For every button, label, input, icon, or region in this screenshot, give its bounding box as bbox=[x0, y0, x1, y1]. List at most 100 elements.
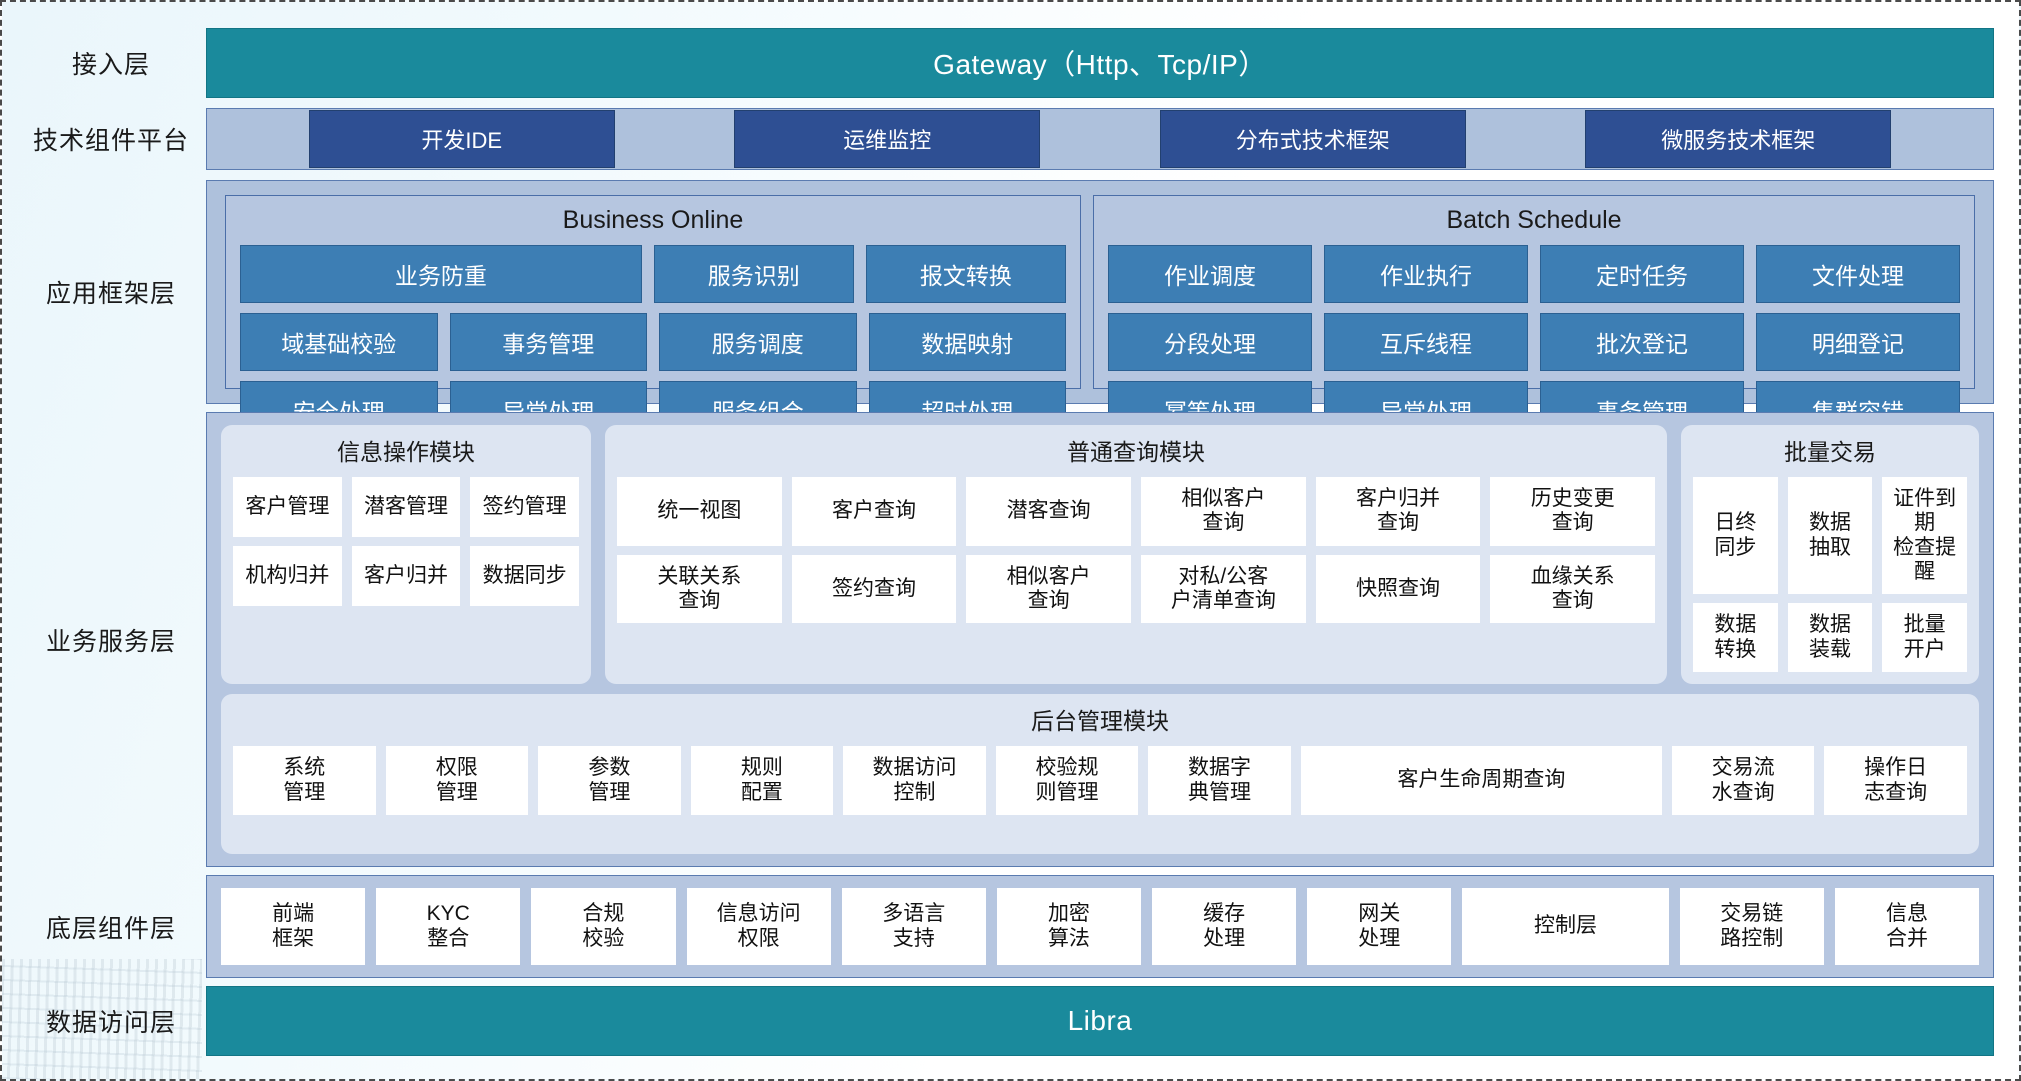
bottom-component-band: 前端 框架 KYC 整合 合规 校验 信息访问 权限 多语言 支持 加密 算法 … bbox=[206, 875, 1994, 978]
business-cell[interactable]: 客户归并 bbox=[351, 546, 461, 606]
group-business-online: Business Online 业务防重 服务识别 报文转换 域基础校验 事务管… bbox=[225, 195, 1081, 439]
business-cell[interactable]: 血缘关系 查询 bbox=[1490, 554, 1656, 624]
business-cell[interactable]: 关联关系 查询 bbox=[617, 554, 782, 624]
business-row: 统一视图 客户查询 潜客查询 相似客户 查询 客户归并 查询 历史变更 查询 bbox=[617, 477, 1656, 546]
app-cell[interactable]: 明细登记 bbox=[1756, 313, 1960, 371]
business-cell[interactable]: 相似客户 查询 bbox=[966, 554, 1132, 624]
business-cell[interactable]: 参数 管理 bbox=[538, 746, 681, 815]
business-cell[interactable]: 数据 转换 bbox=[1693, 603, 1778, 673]
component-cell[interactable]: 控制层 bbox=[1462, 888, 1669, 965]
app-cell[interactable]: 作业执行 bbox=[1324, 245, 1528, 303]
app-cell[interactable]: 分段处理 bbox=[1108, 313, 1312, 371]
component-cell[interactable]: 信息访问 权限 bbox=[686, 888, 831, 965]
business-cell[interactable]: 客户管理 bbox=[233, 477, 342, 537]
business-cell[interactable]: 数据字 典管理 bbox=[1148, 746, 1291, 815]
app-cell[interactable]: 定时任务 bbox=[1540, 245, 1744, 303]
layer-label-component: 底层组件层 bbox=[45, 914, 176, 943]
tech-chip-distributed[interactable]: 分布式技术框架 bbox=[1159, 110, 1466, 168]
app-cell[interactable]: 作业调度 bbox=[1108, 245, 1312, 303]
component-cell[interactable]: 合规 校验 bbox=[531, 888, 676, 965]
group-title-info-operation: 信息操作模块 bbox=[337, 439, 475, 465]
component-cell[interactable]: 前端 框架 bbox=[221, 888, 366, 965]
business-cell[interactable]: 规则 配置 bbox=[690, 746, 834, 815]
business-cell[interactable]: 数据访问 控制 bbox=[843, 746, 986, 815]
business-cell[interactable]: 潜客管理 bbox=[351, 477, 461, 537]
business-row: 关联关系 查询 签约查询 相似客户 查询 对私/公客 户清单查询 快照查询 血缘… bbox=[617, 554, 1656, 624]
business-cell[interactable]: 历史变更 查询 bbox=[1490, 477, 1656, 546]
layer-data-access: 数据访问层 Libra bbox=[16, 986, 1994, 1056]
business-cell[interactable]: 证件到期 检查提醒 bbox=[1882, 477, 1968, 595]
component-cell[interactable]: 交易链 路控制 bbox=[1679, 888, 1824, 965]
business-cell[interactable]: 数据 抽取 bbox=[1787, 477, 1873, 595]
business-cell[interactable]: 客户查询 bbox=[791, 477, 957, 546]
business-cell[interactable]: 客户归并 查询 bbox=[1315, 477, 1481, 546]
layer-business-service: 业务服务层 信息操作模块 客户管理 潜客管理 签约管理 bbox=[16, 412, 1994, 867]
group-title-common-query: 普通查询模块 bbox=[1067, 439, 1205, 465]
tech-chip-monitoring[interactable]: 运维监控 bbox=[734, 110, 1041, 168]
business-cell[interactable]: 统一视图 bbox=[617, 477, 782, 546]
layer-bottom-component: 底层组件层 前端 框架 KYC 整合 合规 校验 信息访问 权限 多语言 支持 … bbox=[16, 875, 1994, 978]
app-cell[interactable]: 文件处理 bbox=[1756, 245, 1960, 303]
app-row: 作业调度 作业执行 定时任务 文件处理 bbox=[1108, 245, 1960, 303]
group-title-batch-schedule: Batch Schedule bbox=[1446, 206, 1622, 234]
business-cell[interactable]: 操作日 志查询 bbox=[1824, 746, 1967, 815]
app-framework-band: Business Online 业务防重 服务识别 报文转换 域基础校验 事务管… bbox=[206, 180, 1994, 439]
app-cell[interactable]: 服务识别 bbox=[653, 245, 854, 303]
business-cell[interactable]: 潜客查询 bbox=[966, 477, 1132, 546]
business-row: 机构归并 客户归并 数据同步 bbox=[233, 546, 580, 606]
business-cell[interactable]: 交易流 水查询 bbox=[1671, 746, 1815, 815]
business-cell[interactable]: 客户生命周期查询 bbox=[1300, 746, 1662, 815]
group-common-query: 普通查询模块 统一视图 客户查询 潜客查询 相似客户 查询 客户归并 查询 历史… bbox=[605, 425, 1667, 685]
app-cell[interactable]: 互斥线程 bbox=[1324, 313, 1528, 371]
business-cell[interactable]: 日终 同步 bbox=[1693, 477, 1778, 595]
business-row: 数据 转换 数据 装载 批量 开户 bbox=[1693, 603, 1968, 673]
component-cell[interactable]: KYC 整合 bbox=[376, 888, 521, 965]
business-cell[interactable]: 签约管理 bbox=[470, 477, 580, 537]
gateway-bar[interactable]: Gateway（Http、Tcp/IP） bbox=[206, 28, 1994, 98]
business-row: 系统 管理 权限 管理 参数 管理 规则 配置 数据访问 控制 校验规 则管理 … bbox=[233, 746, 1967, 815]
group-batch-schedule: Batch Schedule 作业调度 作业执行 定时任务 文件处理 分段处理 … bbox=[1093, 195, 1975, 439]
app-row: 业务防重 服务识别 报文转换 bbox=[240, 245, 1066, 303]
group-admin-management: 后台管理模块 系统 管理 权限 管理 参数 管理 规则 配置 数据访问 控制 校… bbox=[221, 694, 1979, 854]
group-title-business-online: Business Online bbox=[562, 206, 744, 234]
business-cell[interactable]: 数据同步 bbox=[470, 546, 580, 606]
app-cell[interactable]: 服务调度 bbox=[659, 313, 857, 371]
layer-label-data: 数据访问层 bbox=[45, 1009, 176, 1037]
business-cell[interactable]: 数据 装载 bbox=[1787, 603, 1873, 673]
business-cell[interactable]: 权限 管理 bbox=[385, 746, 529, 815]
app-cell[interactable]: 业务防重 bbox=[240, 245, 642, 303]
business-cell[interactable]: 批量 开户 bbox=[1882, 603, 1968, 673]
group-title-admin-management: 后台管理模块 bbox=[1031, 708, 1169, 735]
business-cell[interactable]: 签约查询 bbox=[791, 554, 957, 624]
group-title-batch-transaction: 批量交易 bbox=[1784, 439, 1876, 465]
business-cell[interactable]: 对私/公客 户清单查询 bbox=[1141, 554, 1306, 624]
app-cell[interactable]: 批次登记 bbox=[1540, 313, 1744, 371]
app-cell[interactable]: 报文转换 bbox=[865, 245, 1066, 303]
layer-label-business: 业务服务层 bbox=[45, 627, 176, 656]
app-cell[interactable]: 数据映射 bbox=[868, 313, 1066, 371]
app-cell[interactable]: 域基础校验 bbox=[240, 313, 438, 371]
business-service-band: 信息操作模块 客户管理 潜客管理 签约管理 机构归并 客户归并 数据同步 bbox=[206, 412, 1994, 867]
layer-label-app: 应用框架层 bbox=[45, 280, 176, 308]
tech-chip-microservice[interactable]: 微服务技术框架 bbox=[1585, 110, 1892, 168]
app-cell[interactable]: 事务管理 bbox=[449, 313, 647, 371]
business-row: 客户管理 潜客管理 签约管理 bbox=[233, 477, 580, 537]
app-row: 域基础校验 事务管理 服务调度 数据映射 bbox=[240, 313, 1066, 371]
business-cell[interactable]: 系统 管理 bbox=[233, 746, 376, 815]
app-row: 分段处理 互斥线程 批次登记 明细登记 bbox=[1108, 313, 1960, 371]
business-cell[interactable]: 相似客户 查询 bbox=[1141, 477, 1306, 546]
layer-tech-platform: 技术组件平台 开发IDE 运维监控 分布式技术框架 微服务技术框架 bbox=[16, 108, 1994, 170]
tech-chip-ide[interactable]: 开发IDE bbox=[308, 110, 615, 168]
libra-bar[interactable]: Libra bbox=[206, 986, 1994, 1056]
component-cell[interactable]: 加密 算法 bbox=[996, 888, 1142, 965]
component-cell[interactable]: 多语言 支持 bbox=[841, 888, 986, 965]
component-cell[interactable]: 缓存 处理 bbox=[1152, 888, 1297, 965]
component-cell[interactable]: 网关 处理 bbox=[1307, 888, 1452, 965]
business-cell[interactable]: 快照查询 bbox=[1315, 554, 1481, 624]
layer-app-framework: 应用框架层 Business Online 业务防重 服务识别 报文转换 域基础… bbox=[16, 180, 1994, 439]
business-cell[interactable]: 校验规 则管理 bbox=[995, 746, 1139, 815]
business-cell[interactable]: 机构归并 bbox=[233, 546, 342, 606]
group-batch-transaction: 批量交易 日终 同步 数据 抽取 证件到期 检查提醒 数据 转换 数据 装载 批… bbox=[1681, 425, 1979, 685]
component-cell[interactable]: 信息 合并 bbox=[1834, 888, 1980, 965]
